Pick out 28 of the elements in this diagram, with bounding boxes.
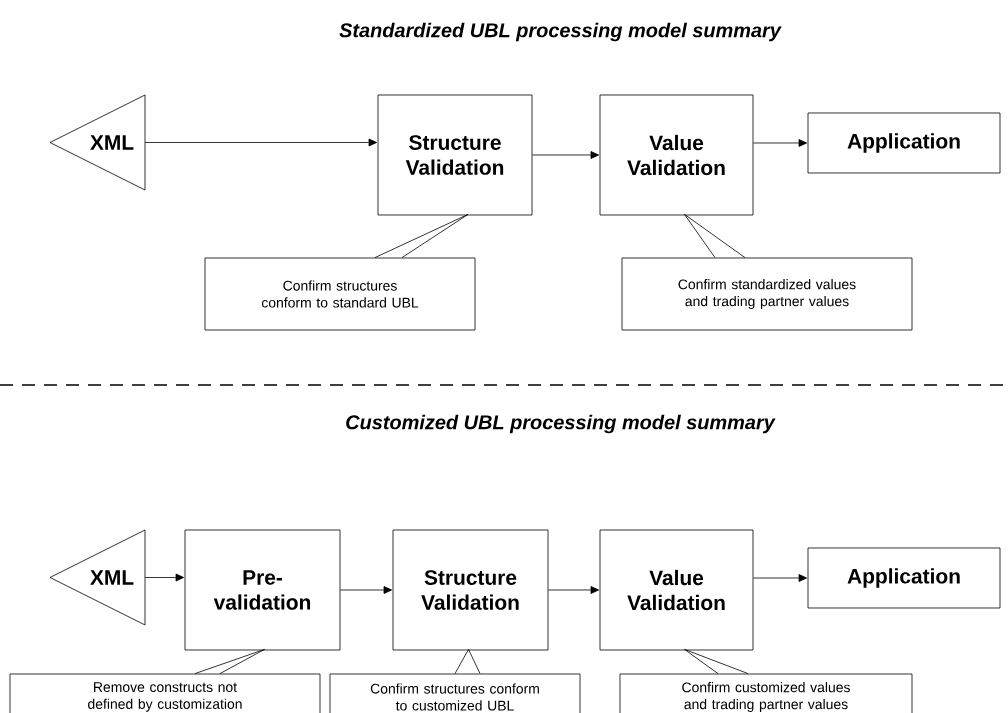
application-box: Application xyxy=(807,547,1001,609)
arrow xyxy=(340,586,392,594)
arrow xyxy=(532,151,599,159)
section-title: Customized UBL processing model summary xyxy=(346,414,776,434)
process-box: Value Validation xyxy=(599,94,754,216)
callout-pointer xyxy=(684,214,746,258)
arrow xyxy=(548,586,599,594)
callout-box: Confirm standardized values and trading partner values xyxy=(621,257,913,331)
arrow xyxy=(144,138,377,147)
process-box: Structure Validation xyxy=(392,529,549,651)
arrow xyxy=(753,574,807,582)
callout-box: Remove constructs not defined by customization xyxy=(9,673,321,713)
arrow xyxy=(144,573,184,582)
callout-box: Confirm structures conform to customized UBL xyxy=(329,673,581,713)
process-box: Pre-validation xyxy=(184,529,341,651)
callout-box: Confirm structures conform to standard UBL xyxy=(204,257,476,331)
arrow xyxy=(753,139,807,147)
section-title: Standardized UBL processing model summary xyxy=(339,22,782,42)
callout-pointer xyxy=(454,649,481,674)
process-box: Structure Validation xyxy=(377,94,533,216)
process-box: Value Validation xyxy=(599,529,754,651)
application-box: Application xyxy=(807,112,1001,174)
input-triangle: XML xyxy=(49,529,146,626)
callout-pointer xyxy=(194,649,265,674)
input-triangle: XML xyxy=(49,94,146,191)
callout-box: Confirm customized values and trading partner values xyxy=(619,673,913,713)
callout-pointer xyxy=(374,214,469,258)
callout-pointer xyxy=(684,649,749,674)
